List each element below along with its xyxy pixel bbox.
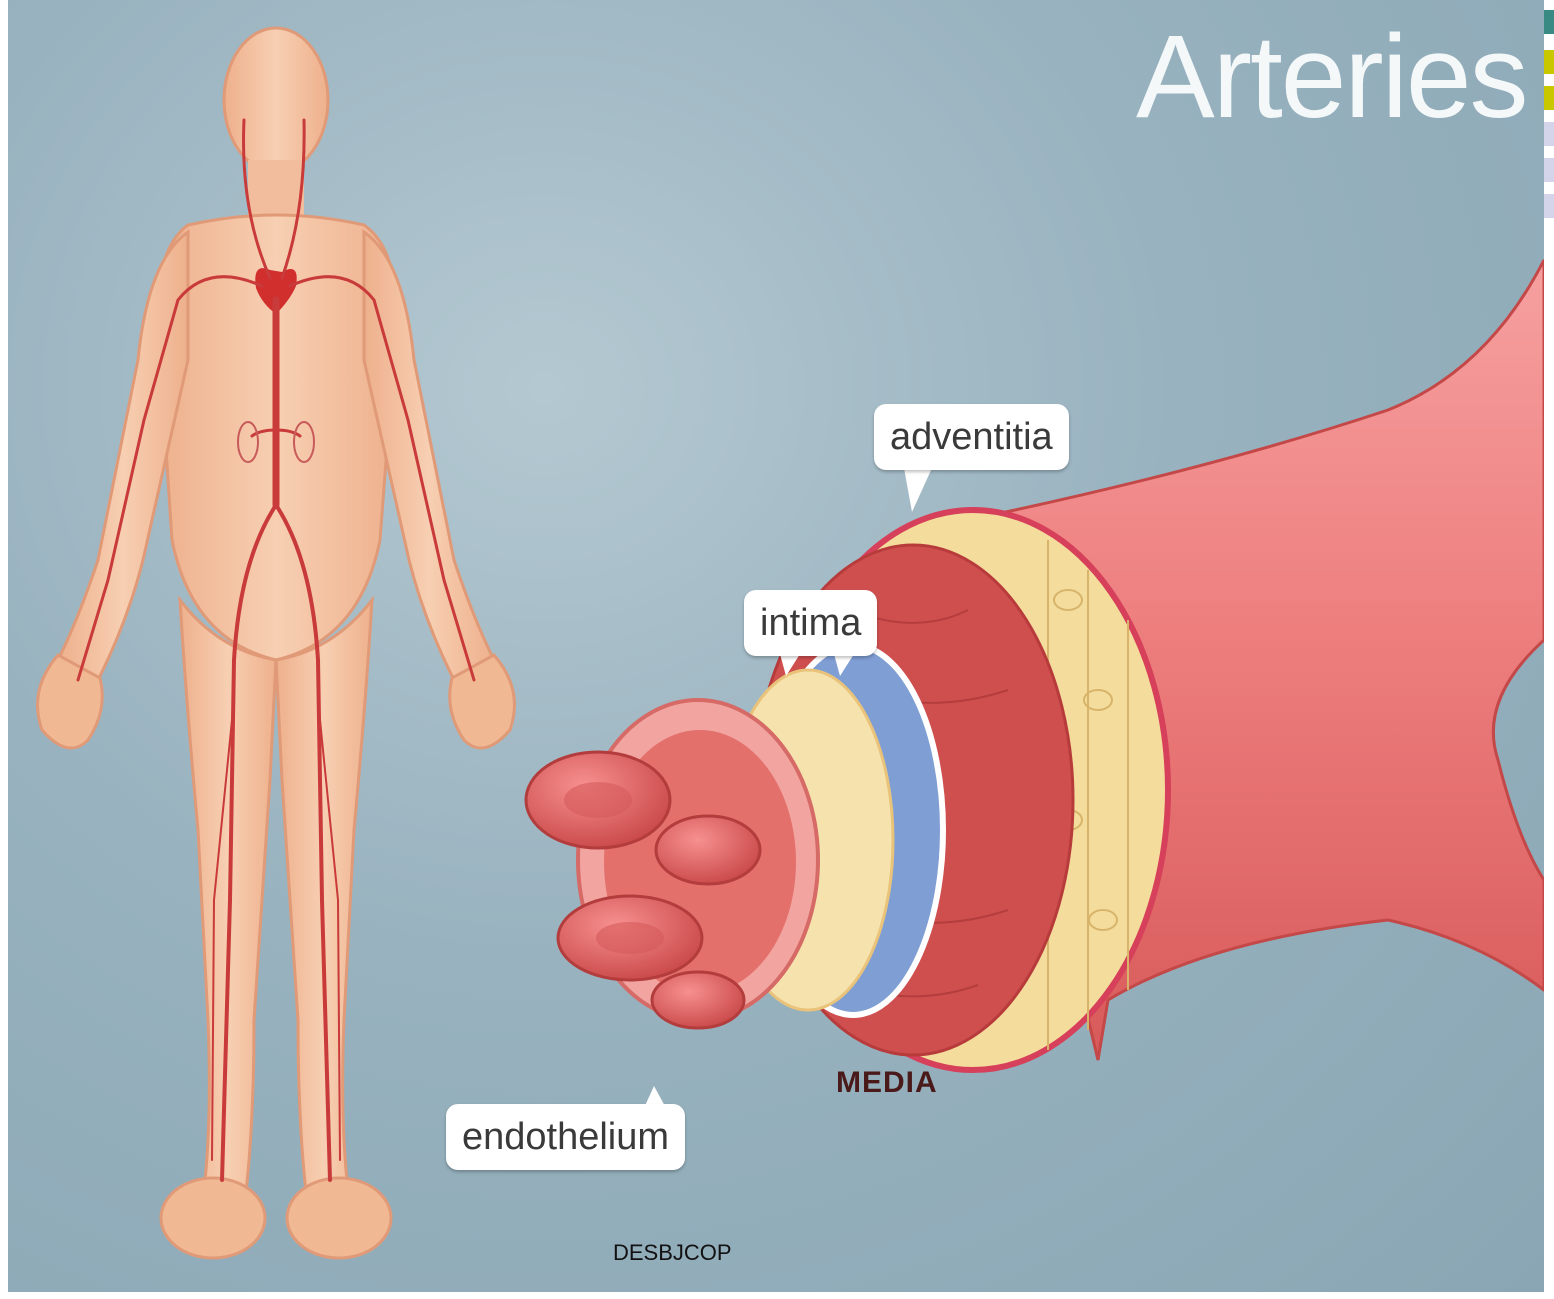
watermark: DESBJCOP bbox=[613, 1240, 732, 1266]
human-body-figure bbox=[38, 28, 515, 1258]
edge-color-marks bbox=[1544, 0, 1554, 220]
body-right-leg bbox=[276, 600, 372, 1192]
adventitia-pointer bbox=[904, 468, 932, 512]
body-left-leg bbox=[180, 600, 276, 1192]
slide: Arteries adventitia intima endothelium M… bbox=[8, 0, 1544, 1292]
artery-cross-section bbox=[526, 260, 1544, 1108]
endothelium-callout: endothelium bbox=[446, 1104, 685, 1170]
intima-callout: intima bbox=[744, 590, 877, 656]
body-head bbox=[224, 28, 328, 172]
media-label: MEDIA bbox=[836, 1066, 938, 1100]
body-left-foot bbox=[161, 1178, 265, 1258]
body-right-foot bbox=[287, 1178, 391, 1258]
body-neck bbox=[248, 160, 304, 220]
adventitia-callout: adventitia bbox=[874, 404, 1069, 470]
slide-title: Arteries bbox=[1136, 18, 1527, 136]
